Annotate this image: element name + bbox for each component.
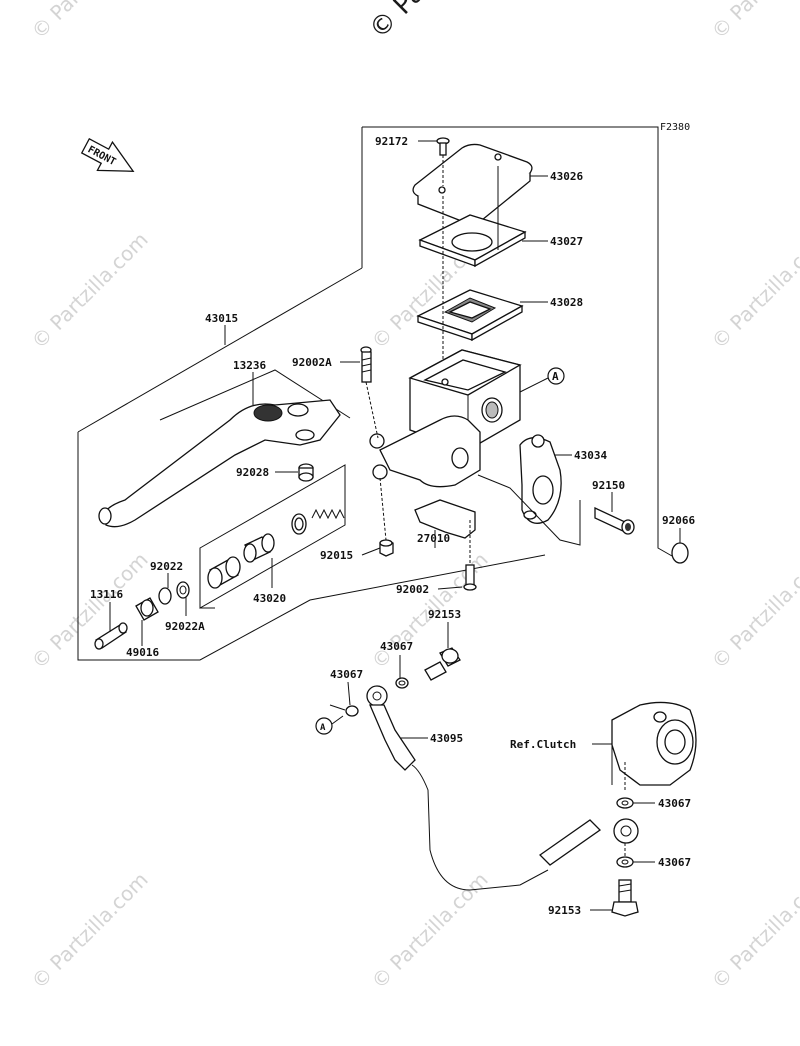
clutch-switch [414,499,476,565]
switch-screw [463,564,477,591]
dust-boot [135,597,159,621]
watermark: © Partzilla.com [27,0,153,44]
label-49016: 49016 [126,646,159,659]
cap-screw [436,137,450,156]
label-43067-d: 43067 [658,856,691,869]
label-ref-clutch: Ref.Clutch [510,738,576,751]
label-43015: 43015 [205,312,238,325]
reservoir-cap [412,143,533,225]
piston-kit-frame [199,464,346,609]
reference-marker-a-label: A [552,370,559,383]
label-43067-b: 43067 [330,668,363,681]
label-13236: 13236 [233,359,266,372]
circlip [158,587,172,605]
label-92022: 92022 [150,560,183,573]
leader-lines [109,140,681,911]
label-43020: 43020 [253,592,286,605]
label-92172: 92172 [375,135,408,148]
watermark: © Partzilla.com [707,867,800,993]
label-27010: 27010 [417,532,450,545]
watermark: © Partzilla.com [27,867,153,993]
watermark: © Partzilla.com [707,547,800,673]
label-92015: 92015 [320,549,353,562]
label-92022A: 92022A [165,620,205,633]
watermark: © Partzilla.com [27,227,153,353]
piston-kit [207,508,345,589]
push-rod [94,622,128,650]
assembly-frame [77,126,673,661]
bolt-cap [671,542,689,564]
part-labels: 92172 43026 43027 43028 43015 92002A 132… [90,135,695,917]
label-43027: 43027 [550,235,583,248]
banjo-bolt-top [424,647,461,681]
label-92002A: 92002A [292,356,332,369]
reference-marker-a-lower-label: A [320,723,326,733]
master-cylinder-body [369,349,522,488]
diaphragm [416,289,524,342]
reference-marker-a-lower [315,717,333,735]
label-43026: 43026 [550,170,583,183]
lever-bushing [298,463,314,482]
pivot-nut [379,539,394,557]
watermark: © Partzilla.com [707,0,800,44]
clamp-bolt [594,506,635,535]
label-92028: 92028 [236,466,269,479]
banjo-bolt-bottom [611,879,639,917]
pivot-bolt [360,346,372,383]
label-43067-c: 43067 [658,797,691,810]
clutch-lever [98,399,341,528]
clutch-hose [315,647,639,891]
label-13116: 13116 [90,588,123,601]
label-43028: 43028 [550,296,583,309]
label-43034: 43034 [574,449,607,462]
label-92153-top: 92153 [428,608,461,621]
label-92153-bottom: 92153 [548,904,581,917]
label-92002: 92002 [396,583,429,596]
watermark: © Partzilla.com [367,867,493,993]
label-43067-a: 43067 [380,640,413,653]
reference-marker-a [547,367,565,385]
label-43095: 43095 [430,732,463,745]
figure-code: F2380 [660,122,690,133]
watermark-top: © Pa [364,0,431,45]
front-arrow-icon: FRONT [80,137,135,172]
clutch-release-cylinder [611,701,697,790]
label-92150: 92150 [592,479,625,492]
handlebar-clamp [519,434,562,524]
label-92066: 92066 [662,514,695,527]
reservoir-plate [418,214,527,268]
watermark: © Partzilla.com [707,227,800,353]
